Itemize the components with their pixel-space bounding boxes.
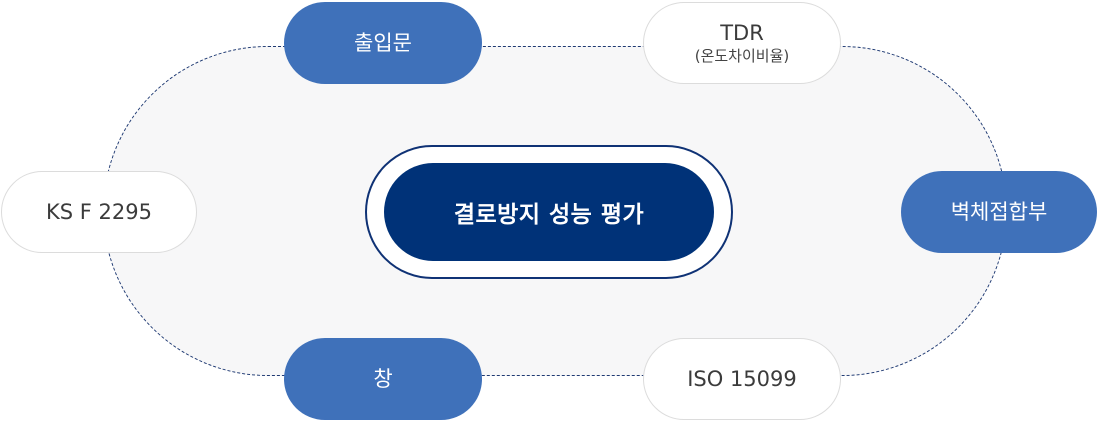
node-ks-f-2295: KS F 2295 <box>1 171 197 253</box>
node-tdr: TDR (온도차이비율) <box>643 2 841 84</box>
node-entrance-door-label: 출입문 <box>354 30 412 55</box>
node-iso-15099: ISO 15099 <box>643 338 841 420</box>
center-node: 결로방지 성능 평가 <box>384 163 714 261</box>
node-entrance-door: 출입문 <box>284 2 482 84</box>
node-ks-label: KS F 2295 <box>46 199 152 224</box>
center-node-frame: 결로방지 성능 평가 <box>365 145 733 279</box>
node-wall-joint: 벽체접합부 <box>901 171 1097 253</box>
node-window-label: 창 <box>373 366 393 391</box>
node-tdr-sub: (온도차이비율) <box>694 46 790 65</box>
center-node-label: 결로방지 성능 평가 <box>453 202 645 228</box>
node-iso-label: ISO 15099 <box>687 366 797 391</box>
node-wall-joint-label: 벽체접합부 <box>950 199 1048 224</box>
node-window: 창 <box>284 338 482 420</box>
node-tdr-label: TDR <box>720 20 764 45</box>
